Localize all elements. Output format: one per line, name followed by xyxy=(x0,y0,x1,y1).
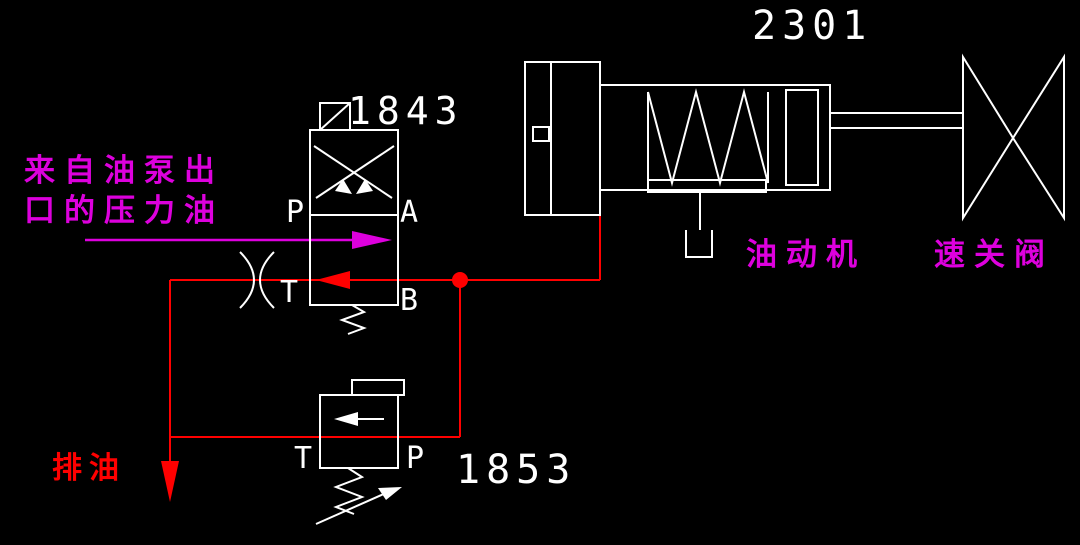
relief-adjust-arrow-icon xyxy=(378,487,402,500)
relief-valve-tag-label: 1853 xyxy=(456,447,577,493)
directional-valve-1843 xyxy=(309,102,399,335)
throttle-orifice-icon xyxy=(239,251,275,309)
supply-note-line2: 口的压力油 xyxy=(24,193,224,229)
solenoid-diagonal xyxy=(319,102,351,131)
quick-close-valve-label: 速关阀 xyxy=(934,237,1054,273)
butterfly-triangle-left xyxy=(962,53,1015,222)
relief-port-label-p: P xyxy=(406,441,425,476)
relief-valve-1853 xyxy=(315,379,405,525)
cylinder-body xyxy=(599,84,831,191)
relief-flow-arrow-icon xyxy=(334,412,358,426)
port-label-p: P xyxy=(286,195,305,230)
quick-close-valve-symbol xyxy=(962,53,1065,222)
actuator-2301 xyxy=(524,61,963,258)
butterfly-triangle-right xyxy=(1011,53,1065,222)
relief-spring-icon xyxy=(333,467,365,515)
supply-arrow-icon xyxy=(352,231,392,249)
solenoid-box-icon xyxy=(319,102,351,131)
valve-cross-line-1 xyxy=(313,145,393,199)
port-label-a: A xyxy=(400,195,419,230)
pressure-supply-line xyxy=(85,231,392,249)
oil-motor-label: 油动机 xyxy=(746,237,866,273)
piston-plate xyxy=(785,89,819,186)
valve-body-bottom xyxy=(309,214,399,306)
drain-bracket-icon xyxy=(685,230,713,258)
valve-spring-icon xyxy=(339,304,367,335)
red-pipe-network xyxy=(161,214,601,502)
port-label-b: B xyxy=(400,283,419,318)
relief-body-offset xyxy=(351,379,405,396)
relief-adjust-line xyxy=(315,492,387,525)
relief-body xyxy=(319,394,399,469)
pilot-block-notch xyxy=(532,126,550,142)
actuator-tag-label: 2301 xyxy=(752,3,873,49)
drain-arrow-icon xyxy=(161,461,179,502)
supply-note-line1: 来自油泵出 xyxy=(24,153,224,189)
spring-base-plate xyxy=(647,179,767,193)
actuator-spring-icon xyxy=(647,88,769,187)
junction-dot xyxy=(452,272,468,288)
valve-cross-line-2 xyxy=(315,145,395,199)
drain-label: 排油 xyxy=(52,451,126,486)
relief-port-label-t: T xyxy=(294,441,313,476)
flow-arrow-left-icon xyxy=(316,271,350,289)
directional-valve-tag-label: 1843 xyxy=(348,89,464,133)
port-label-t: T xyxy=(280,275,299,310)
valve-arrowhead-2 xyxy=(356,179,373,194)
pilot-block xyxy=(524,61,601,216)
valve-arrowhead-1 xyxy=(335,179,352,194)
